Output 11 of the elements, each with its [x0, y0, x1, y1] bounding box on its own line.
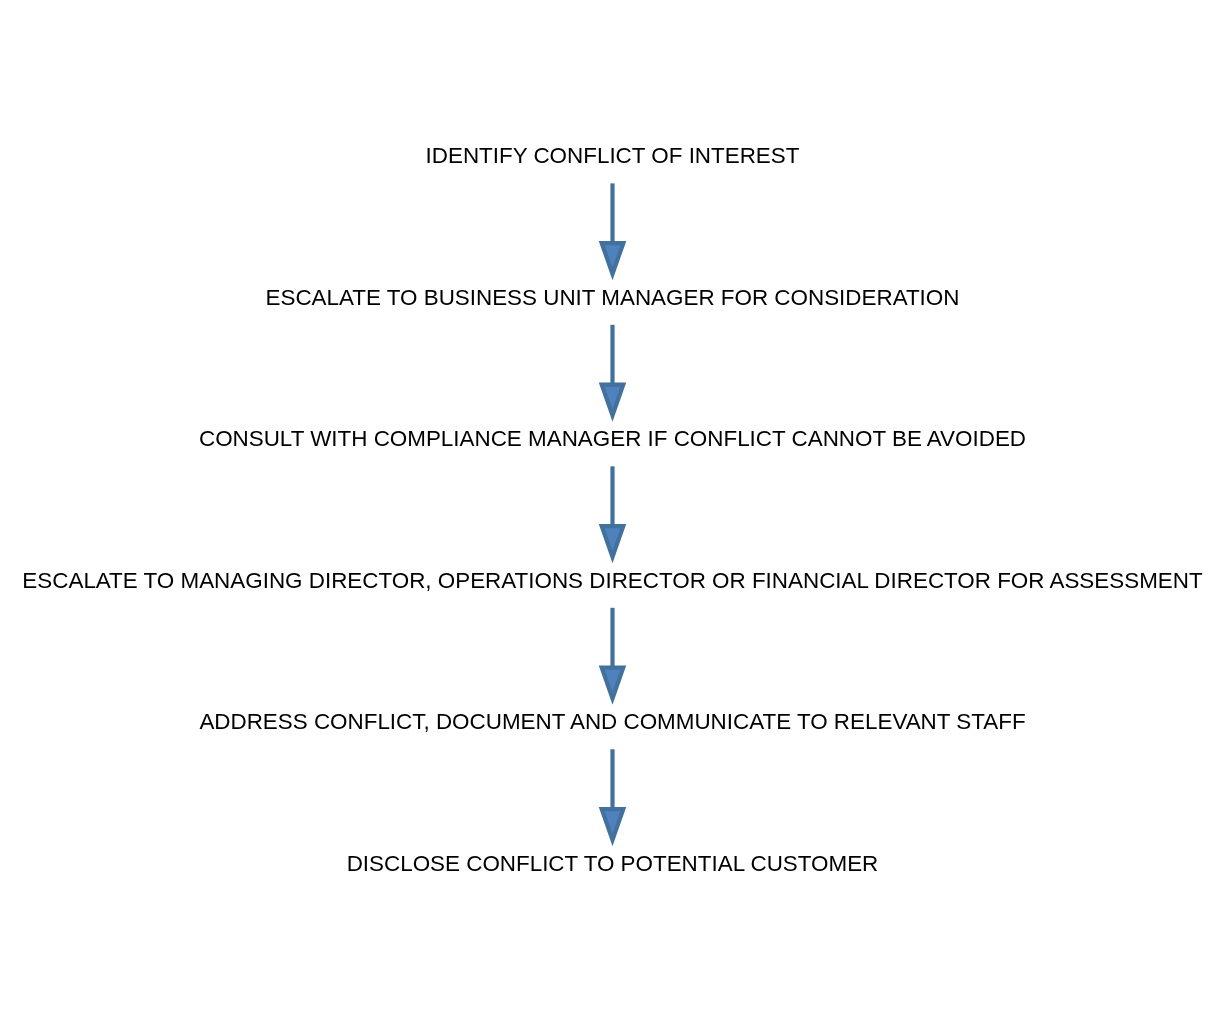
node-text: ESCALATE TO MANAGING DIRECTOR, OPERATIONS DIRECTOR OR FINANCIAL DIRECTOR FOR ASSESSMENT: [22, 567, 1203, 593]
node-text: DISCLOSE CONFLICT TO POTENTIAL CUSTOMER: [346, 850, 879, 876]
node-text: IDENTIFY CONFLICT OF INTEREST: [425, 143, 800, 169]
arrow: [598, 183, 627, 281]
arrow: [598, 466, 627, 564]
node-text: ADDRESS CONFLICT, DOCUMENT AND COMMUNICATE TO RELEVANT STAFF: [199, 709, 1026, 735]
arrow: [598, 607, 627, 705]
arrow: [598, 749, 627, 847]
arrow: [598, 324, 627, 422]
node-text: ESCALATE TO BUSINESS UNIT MANAGER FOR CONSIDERATION: [265, 284, 960, 310]
node-text: CONSULT WITH COMPLIANCE MANAGER IF CONFLICT CANNOT BE AVOIDED: [198, 426, 1027, 452]
